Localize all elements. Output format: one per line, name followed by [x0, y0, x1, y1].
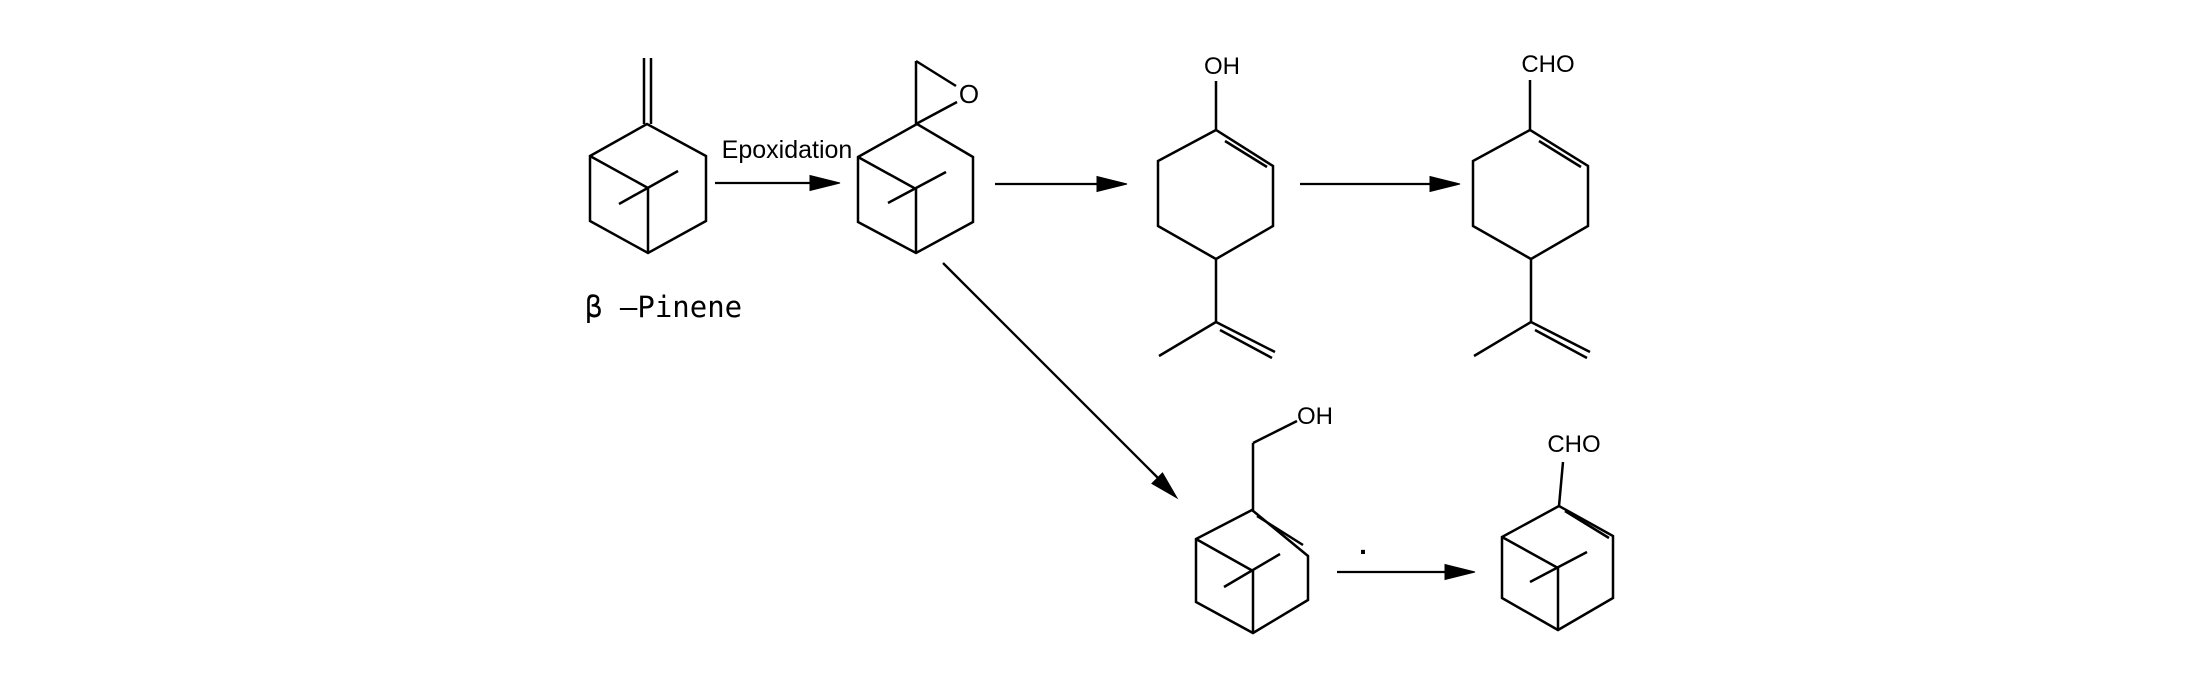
methyl-bond — [1158, 320, 1217, 358]
vinyl-double-bond — [1215, 320, 1276, 354]
epoxidation-label: Epoxidation — [722, 136, 853, 164]
top-aldehyde-label: CHO — [1521, 51, 1574, 78]
arrow-epoxide-to-pinenol — [942, 262, 1179, 500]
arrow-alcohol-to-aldehyde — [1300, 175, 1461, 193]
ring-double-bond — [1564, 509, 1610, 540]
structure-cyclohexene-carbaldehyde — [1471, 80, 1591, 360]
ring-bonds — [1156, 128, 1275, 261]
epoxide-bond — [915, 59, 957, 88]
arrow-head — [1429, 175, 1461, 193]
structure-beta-pinene — [588, 58, 708, 255]
methyl-bond — [1473, 320, 1532, 358]
arrow-line — [942, 262, 1159, 479]
epoxidation-arrow — [715, 174, 841, 192]
arrow-epoxide-to-alcohol — [995, 175, 1128, 193]
bridge-bonds — [1501, 535, 1560, 630]
gem-dimethyl-bond — [1223, 552, 1281, 589]
gem-dimethyl-bond — [887, 170, 947, 205]
epoxide-oxygen-label: O — [959, 79, 979, 109]
epoxide-bond — [915, 100, 958, 126]
arrow-head — [809, 174, 841, 192]
gem-dimethyl-bond — [1529, 550, 1588, 584]
structure-beta-pinene-epoxide — [856, 59, 975, 255]
top-hydroxyl-label: OH — [1204, 53, 1240, 80]
structure-pinenol — [1194, 419, 1310, 635]
bottom-hydroxyl-label: OH — [1297, 403, 1333, 430]
bottom-arrow-dot: . — [1359, 529, 1367, 560]
ring-double-bond — [1256, 514, 1304, 547]
arrow-head — [1096, 175, 1128, 193]
ring-double-bond — [1538, 139, 1582, 169]
aldehyde-bond — [1557, 461, 1565, 507]
bridge-bonds — [589, 154, 650, 253]
ring-bonds — [1471, 128, 1590, 261]
vinyl-double-bond — [1219, 328, 1273, 360]
vinyl-double-bond — [1530, 320, 1591, 354]
arrow-pinenol-to-pinenal — [1337, 563, 1476, 581]
structure-cyclohexenol — [1156, 81, 1276, 360]
reactant-name-label: β —Pinene — [585, 290, 742, 324]
ring-double-bond — [1224, 139, 1268, 169]
bottom-aldehyde-label: CHO — [1547, 431, 1600, 458]
structure-pinenal — [1500, 461, 1615, 632]
gem-dimethyl-bond — [618, 169, 679, 206]
arrow-head — [1151, 472, 1179, 500]
hydroxyl-bond — [1252, 419, 1298, 445]
vinyl-double-bond — [1534, 328, 1588, 360]
arrow-head — [1444, 563, 1476, 581]
